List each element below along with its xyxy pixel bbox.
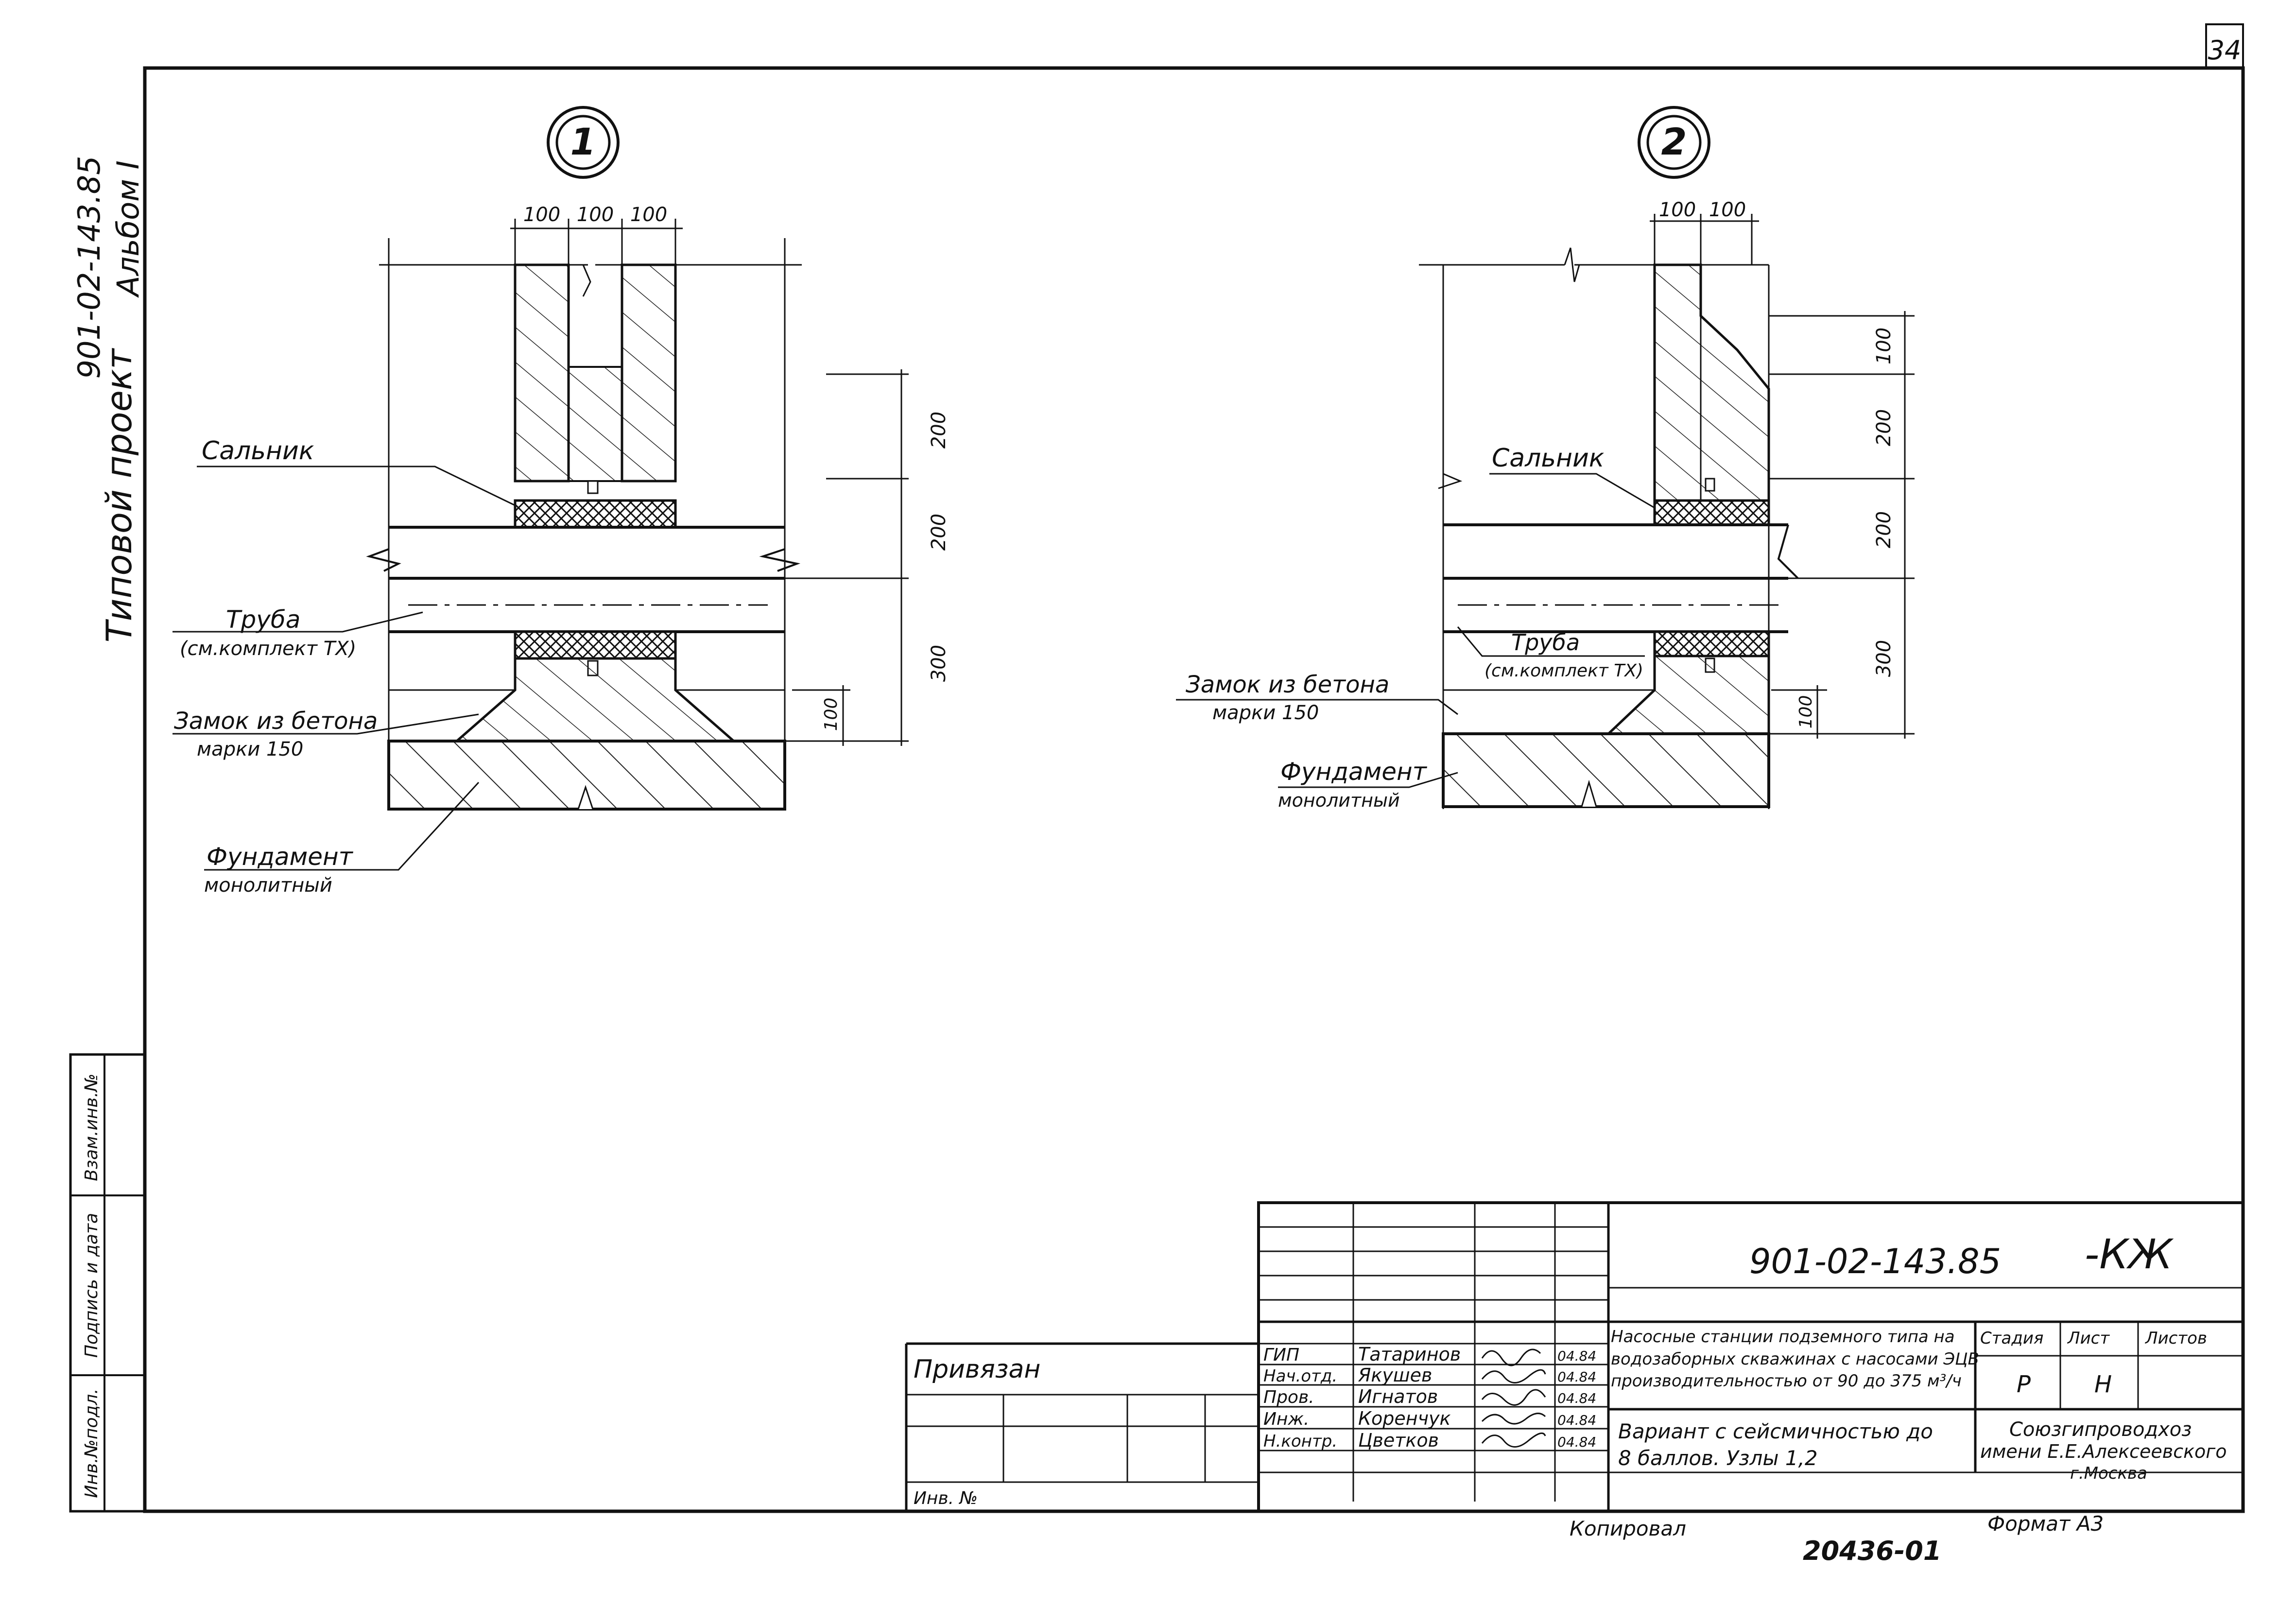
album-label: Альбом I: [110, 160, 146, 298]
node-2-label-pipe-ref: (см.комплект ТХ): [1485, 661, 1643, 681]
node-1-label-pipe-ref: (см.комплект ТХ): [180, 638, 356, 660]
lists-header: Листов: [2144, 1329, 2207, 1348]
staff-name-4: Коренчук: [1358, 1408, 1451, 1429]
node-2-dim-right-4: 300: [1873, 640, 1895, 677]
node-1-wall-left: [514, 263, 570, 483]
list-header: Лист: [2067, 1329, 2110, 1348]
node-1-label-lock: Замок из бетона: [174, 708, 378, 735]
node-1-dim-right-1: 200: [928, 412, 950, 449]
node-1-label-lock-grade: марки 150: [197, 738, 303, 760]
node-2-dim-right-3: 200: [1873, 511, 1895, 548]
staff-date-4: 04.84: [1557, 1412, 1596, 1428]
staff-date-5: 04.84: [1557, 1434, 1596, 1450]
node-2-dim-right-2: 200: [1873, 409, 1895, 446]
staff-role-4: Инж.: [1263, 1409, 1309, 1429]
node-1-gland-top: [514, 499, 677, 529]
node-1-marker-outer: [547, 106, 620, 179]
desc-line-1: Насосные станции подземного типа на: [1611, 1327, 1955, 1347]
node-1: 1 100 100 100: [173, 106, 950, 897]
node-1-label-foundation-type: монолитный: [204, 874, 332, 897]
inv-replace-label: Взам.инв.№: [82, 1073, 102, 1181]
node-2-pipe: [1443, 523, 1799, 633]
node-1-marker-inner: [555, 115, 611, 170]
node-2-label-foundation: Фундамент: [1280, 758, 1428, 786]
node-1-dim-right-3: 300: [928, 645, 950, 682]
stage-value: Р: [2017, 1371, 2031, 1398]
node-2-number: 2: [1661, 120, 1687, 163]
sheet-title-2: 8 баллов. Узлы 1,2: [1618, 1446, 1818, 1470]
org-line-3: г.Москва: [2070, 1464, 2147, 1483]
node-2-marker-inner: [1646, 115, 1702, 170]
node-1-label-pipe: Труба: [226, 605, 300, 634]
tied-label: Привязан: [914, 1355, 1040, 1384]
node-2-label-lock-grade: марки 150: [1212, 702, 1319, 724]
side-doc-code: 901-02-143.85: [71, 156, 107, 379]
staff-role-5: Н.контр.: [1263, 1432, 1337, 1451]
inv-orig-label: Инв.№подл.: [82, 1388, 102, 1498]
org-line-1: Союзгипроводхоз: [2009, 1418, 2192, 1441]
node-1-dim-top-2: 100: [577, 204, 614, 226]
node-2-dim-small: 100: [1796, 695, 1816, 729]
node-1-label-foundation: Фундамент: [207, 843, 354, 871]
staff-name-3: Игнатов: [1358, 1386, 1438, 1407]
staff-date-3: 04.84: [1557, 1390, 1596, 1406]
doc-suffix: -КЖ: [2085, 1230, 2174, 1278]
node-2-gland-top: [1653, 499, 1770, 526]
node-1-gland-bottom: [514, 630, 677, 660]
node-1-dim-right-2: 200: [928, 514, 950, 551]
desc-line-2: водозаборных скважинах с насосами ЭЦВ: [1611, 1349, 1979, 1369]
staff-role-1: ГИП: [1263, 1345, 1299, 1365]
format-label: Формат А3: [1987, 1512, 2104, 1536]
node-2-label-gland: Сальник: [1492, 444, 1605, 473]
signatures: [1481, 1348, 1546, 1448]
sign-date-label: Подпись и дата: [82, 1213, 102, 1358]
desc-line-3: производительностью от 90 до 375 м³/ч: [1611, 1371, 1962, 1391]
node-2-label-pipe: Труба: [1511, 629, 1580, 656]
staff-role-3: Пров.: [1263, 1387, 1314, 1407]
node-2-gland-bottom: [1653, 630, 1770, 657]
project-type-label: Типовой проект: [99, 348, 139, 643]
node-1-dim-top-3: 100: [630, 204, 667, 226]
copied-label: Копировал: [1570, 1517, 1686, 1540]
staff-date-1: 04.84: [1557, 1348, 1596, 1364]
doc-code: 901-02-143.85: [1749, 1242, 2001, 1281]
node-1-wall-fill: [568, 366, 623, 482]
node-1-pipe: [366, 526, 801, 633]
node-1-concrete-lock: [453, 657, 737, 743]
node-2-label-foundation-type: монолитный: [1278, 790, 1400, 811]
sheet-title-1: Вариант с сейсмичностью до: [1618, 1419, 1933, 1443]
node-2-wall: [1653, 263, 1770, 502]
side-stamp: Альбом I 901-02-143.85 Типовой проект: [71, 156, 146, 643]
staff-date-2: 04.84: [1557, 1369, 1596, 1385]
staff-name-1: Татаринов: [1358, 1344, 1461, 1365]
inv-no-label: Инв. №: [914, 1488, 978, 1508]
title-block: [905, 1201, 2244, 1513]
staff-table: ГИП Татаринов 04.84 Нач.отд. Якушев 04.8…: [1263, 1344, 1596, 1451]
node-1-dim-small: 100: [821, 698, 841, 731]
staff-name-2: Якушев: [1358, 1365, 1432, 1386]
org-line-2: имени Е.Е.Алексеевского: [1980, 1441, 2227, 1462]
node-1-dim-top-1: 100: [523, 204, 560, 226]
node-1-wall-right: [621, 263, 677, 483]
staff-name-5: Цветков: [1358, 1430, 1439, 1451]
node-2-foundation: [1442, 732, 1770, 808]
node-1-label-gland: Сальник: [202, 436, 314, 466]
node-2-marker-outer: [1638, 106, 1710, 179]
left-strip-labels: Взам.инв.№ Подпись и дата Инв.№подл.: [82, 1073, 102, 1498]
node-2: 2 100 100: [1176, 106, 1915, 811]
node-2-label-lock: Замок из бетона: [1186, 671, 1389, 698]
stage-header: Стадия: [1980, 1329, 2043, 1348]
order-number: 20436-01: [1803, 1536, 1941, 1566]
staff-role-2: Нач.отд.: [1263, 1366, 1337, 1386]
node-2-dim-top-1: 100: [1659, 199, 1696, 221]
node-2-dim-right-1: 100: [1873, 328, 1895, 364]
node-2-dim-top-2: 100: [1709, 199, 1746, 221]
list-value: Н: [2094, 1371, 2112, 1398]
sheet-number: 34: [2208, 35, 2242, 66]
node-1-number: 1: [570, 120, 596, 163]
